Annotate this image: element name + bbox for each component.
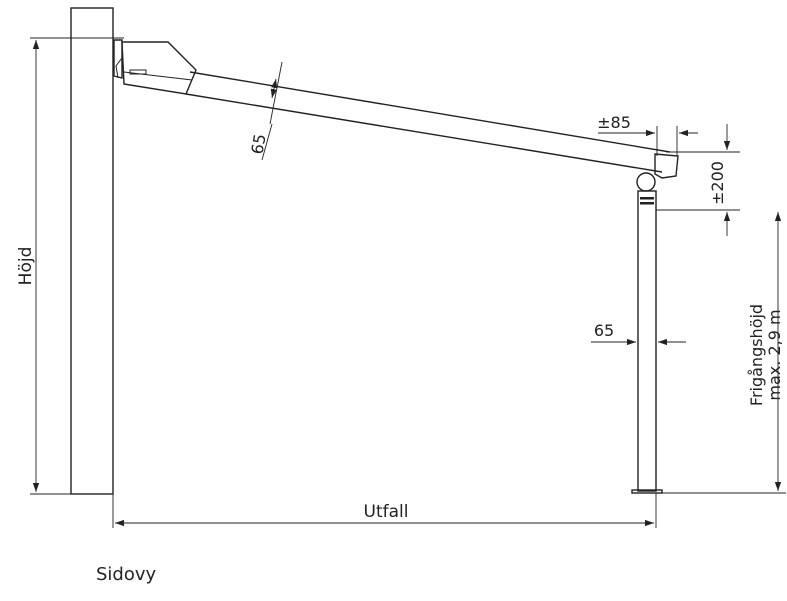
vertical-adjust-label: ±200 bbox=[708, 161, 727, 205]
support-post bbox=[631, 172, 663, 494]
clearance-label-line2: max. 2,9 m bbox=[765, 309, 784, 400]
post-width-dimension: 65 bbox=[591, 321, 686, 346]
clearance-height-dimension: Frigångshöjd max. 2,9 m bbox=[662, 212, 786, 494]
vertical-adjust-dimension: ±200 bbox=[656, 124, 740, 236]
height-dimension: Höjd bbox=[16, 37, 124, 495]
arm-width-label: 65 bbox=[247, 132, 269, 155]
post-width-label: 65 bbox=[594, 321, 614, 340]
arm-width-dimension: 65 bbox=[247, 61, 283, 161]
view-caption: Sidovy bbox=[96, 564, 157, 585]
horizontal-adjust-label: ±85 bbox=[597, 113, 631, 132]
wall bbox=[70, 7, 114, 495]
projection-label: Utfall bbox=[364, 502, 409, 522]
cassette bbox=[113, 39, 197, 95]
projection-dimension: Utfall bbox=[112, 493, 657, 528]
awning-arm bbox=[185, 71, 671, 173]
clearance-label-line1: Frigångshöjd bbox=[747, 304, 766, 406]
height-label: Höjd bbox=[16, 247, 36, 286]
horizontal-adjust-dimension: ±85 bbox=[597, 113, 698, 156]
front-profile bbox=[654, 153, 679, 179]
